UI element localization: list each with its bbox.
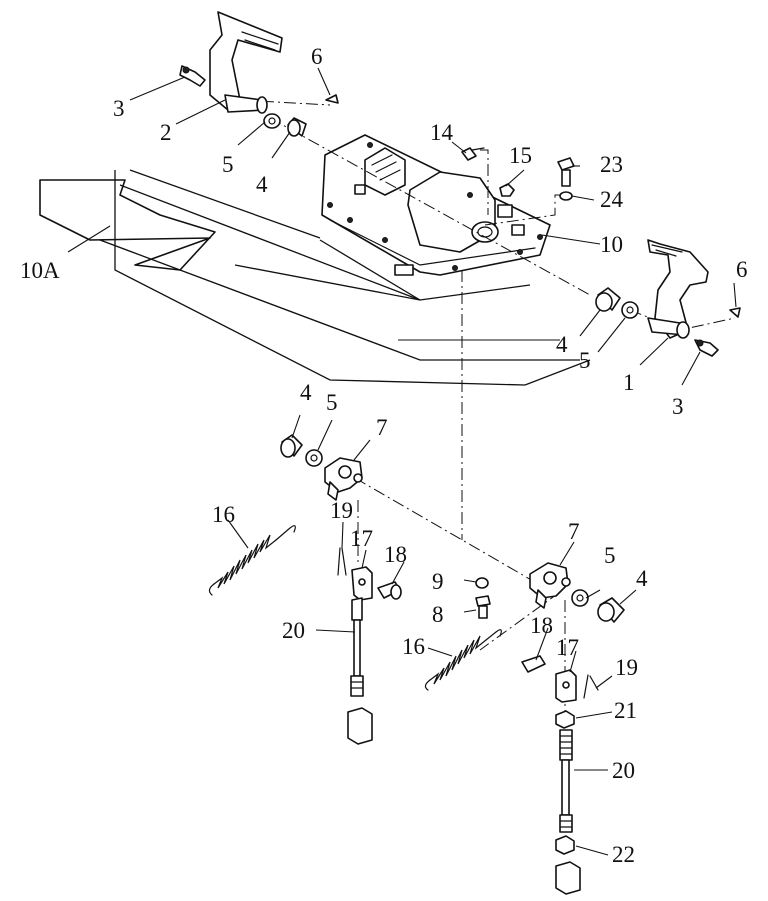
callout-19-right: 19 bbox=[615, 655, 638, 680]
leader-lines bbox=[67, 67, 737, 856]
callout-3-left: 3 bbox=[113, 96, 125, 121]
callout-22: 22 bbox=[612, 842, 635, 867]
base-plate bbox=[321, 134, 551, 276]
callout-labels: 1 2 3 3 4 4 4 4 5 5 5 5 6 6 7 7 8 9 10 1… bbox=[20, 44, 748, 867]
rod-right bbox=[559, 729, 573, 833]
callout-8: 8 bbox=[432, 602, 444, 627]
snap-pin-left bbox=[337, 547, 347, 576]
callout-6-left: 6 bbox=[311, 44, 323, 69]
callout-2: 2 bbox=[160, 120, 172, 145]
callout-3-right: 3 bbox=[672, 394, 684, 419]
washer-right-top bbox=[621, 301, 639, 319]
cotter-pin-right bbox=[729, 307, 741, 318]
callout-1: 1 bbox=[623, 370, 635, 395]
callout-18-right: 18 bbox=[530, 613, 553, 638]
callout-16-right: 16 bbox=[402, 634, 425, 659]
spring-right bbox=[424, 629, 502, 691]
bushing-lower-left bbox=[280, 434, 303, 458]
clevis-right bbox=[555, 669, 577, 703]
centerlines bbox=[239, 99, 736, 720]
bolt-23 bbox=[557, 157, 575, 187]
callout-5-lower-left: 5 bbox=[326, 390, 338, 415]
callout-17-left: 17 bbox=[350, 526, 373, 551]
callout-7-right: 7 bbox=[568, 519, 580, 544]
nut-22 bbox=[555, 835, 575, 855]
bolt-14 bbox=[461, 147, 485, 161]
spring-left bbox=[208, 525, 296, 596]
cotter-pin-left bbox=[325, 94, 339, 104]
nut-21 bbox=[555, 710, 575, 729]
washer-left-top bbox=[263, 113, 281, 129]
callout-20-left: 20 bbox=[282, 618, 305, 643]
callout-7-left: 7 bbox=[376, 415, 388, 440]
callout-5-upper-left: 5 bbox=[222, 152, 234, 177]
clevis-left bbox=[351, 566, 373, 601]
callout-6-right: 6 bbox=[736, 257, 748, 282]
callout-14: 14 bbox=[430, 120, 454, 145]
callout-24: 24 bbox=[600, 187, 624, 212]
callout-9: 9 bbox=[432, 569, 444, 594]
pedal-right bbox=[647, 239, 709, 339]
pedal-left bbox=[209, 11, 283, 114]
callout-5-lower-right: 5 bbox=[604, 543, 616, 568]
grease-fitting-right bbox=[694, 339, 719, 357]
floor-frame bbox=[39, 169, 591, 386]
snap-pin-right bbox=[583, 674, 599, 699]
callout-10: 10 bbox=[600, 232, 623, 257]
washer-lower-right bbox=[571, 589, 589, 607]
callout-4-upper-right: 4 bbox=[556, 332, 568, 357]
end-piece-right bbox=[555, 861, 581, 895]
callout-4-lower-left: 4 bbox=[300, 380, 312, 405]
nut-15 bbox=[499, 183, 515, 197]
washer-9 bbox=[475, 577, 489, 589]
bushing-lower-right bbox=[597, 597, 625, 623]
callout-18-left: 18 bbox=[384, 542, 407, 567]
bolt-8 bbox=[475, 595, 491, 619]
lever-right bbox=[529, 562, 571, 609]
washer-lower-left bbox=[305, 449, 323, 467]
callout-23: 23 bbox=[600, 152, 623, 177]
pin-left bbox=[377, 581, 402, 600]
pin-right bbox=[521, 655, 546, 673]
callout-15: 15 bbox=[509, 143, 532, 168]
end-piece-left bbox=[347, 707, 373, 745]
callout-5-upper-right: 5 bbox=[579, 348, 591, 373]
bushing-right-top bbox=[595, 287, 621, 312]
callout-20-right: 20 bbox=[612, 758, 635, 783]
grease-fitting-left bbox=[179, 65, 206, 87]
callout-21: 21 bbox=[614, 698, 637, 723]
callout-19-left: 19 bbox=[330, 498, 353, 523]
washer-24 bbox=[559, 191, 573, 201]
rod-left bbox=[350, 597, 364, 697]
callout-4-lower-right: 4 bbox=[636, 566, 648, 591]
bushing-left-top bbox=[287, 117, 307, 137]
lever-left bbox=[324, 457, 363, 501]
callout-17-right: 17 bbox=[556, 635, 579, 660]
callout-10A: 10A bbox=[20, 258, 60, 283]
callout-4-upper-left: 4 bbox=[256, 172, 268, 197]
callout-16-left: 16 bbox=[212, 502, 235, 527]
